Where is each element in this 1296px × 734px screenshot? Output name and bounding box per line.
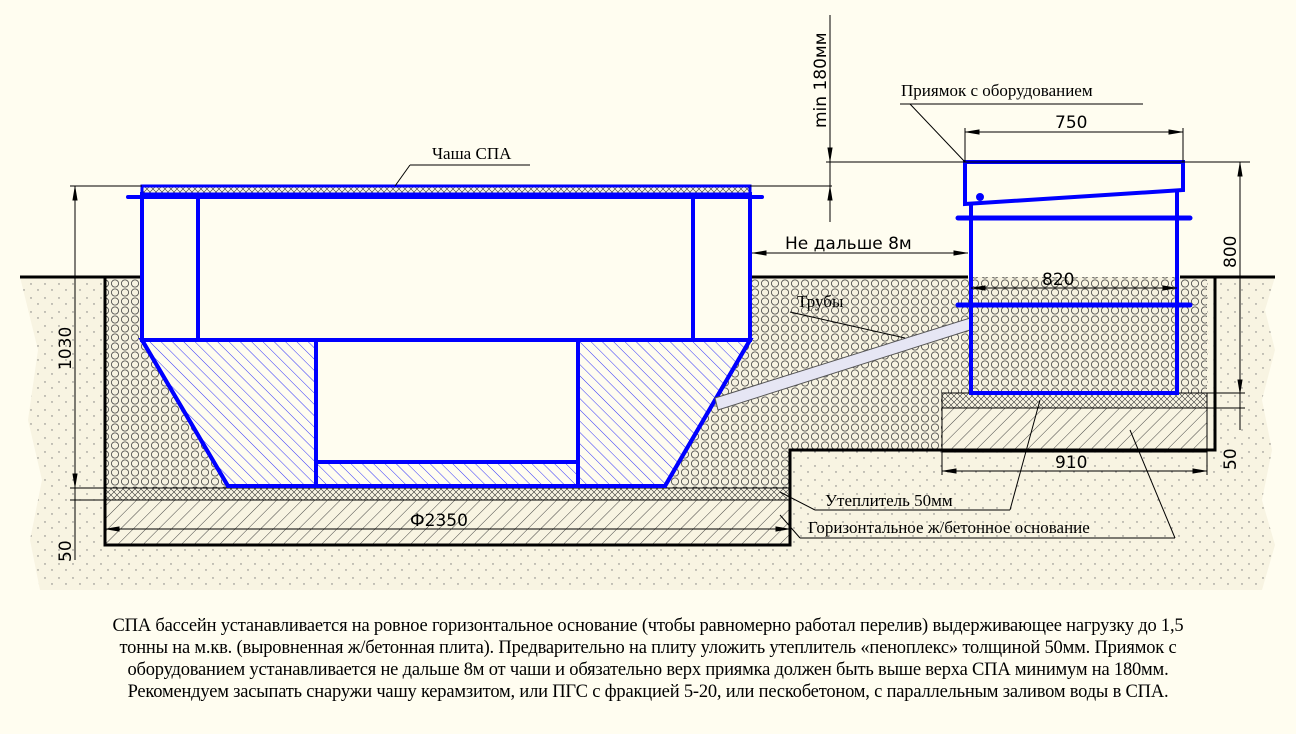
description-line: оборудованием устанавливается не дальше … <box>127 660 1169 680</box>
insulation-label: Утеплитель 50мм <box>825 491 953 510</box>
spa-bowl <box>126 184 764 488</box>
insulation-layer <box>104 487 791 501</box>
description-line: СПА бассейн устанавливается на ровное го… <box>112 616 1184 636</box>
pit-base-width-dimension: 910 <box>1055 453 1087 473</box>
base-label: Горизонтальное ж/бетонное основание <box>808 518 1090 537</box>
pit-height-dimension: 800 <box>1221 236 1241 268</box>
min-height-dimension: min 180мм <box>811 32 831 128</box>
pit-insulation <box>941 392 1208 409</box>
spa-bowl-label: Чаша СПА <box>432 144 512 163</box>
description: СПА бассейн устанавливается на ровное го… <box>0 615 1296 703</box>
spa-height-dimension: 1030 <box>56 327 76 370</box>
pit-concrete-base <box>941 407 1208 453</box>
insulation-dimension: 50 <box>56 540 76 562</box>
description-line: Рекомендуем засыпать снаружи чашу керамз… <box>127 682 1169 702</box>
description-line: тонны на м.кв. (выровненная ж/бетонная п… <box>119 638 1177 658</box>
spa-diameter-dimension: Ф2350 <box>410 511 468 531</box>
pit-top-width-dimension: 750 <box>1055 113 1087 133</box>
distance-dimension: Не дальше 8м <box>785 234 912 254</box>
concrete-base <box>104 499 791 546</box>
pit-width-dimension: 820 <box>1042 270 1074 290</box>
pipes-label: Трубы <box>797 292 844 311</box>
pit-label: Приямок с оборудованием <box>901 81 1093 100</box>
pit-insulation-dimension: 50 <box>1221 448 1241 470</box>
